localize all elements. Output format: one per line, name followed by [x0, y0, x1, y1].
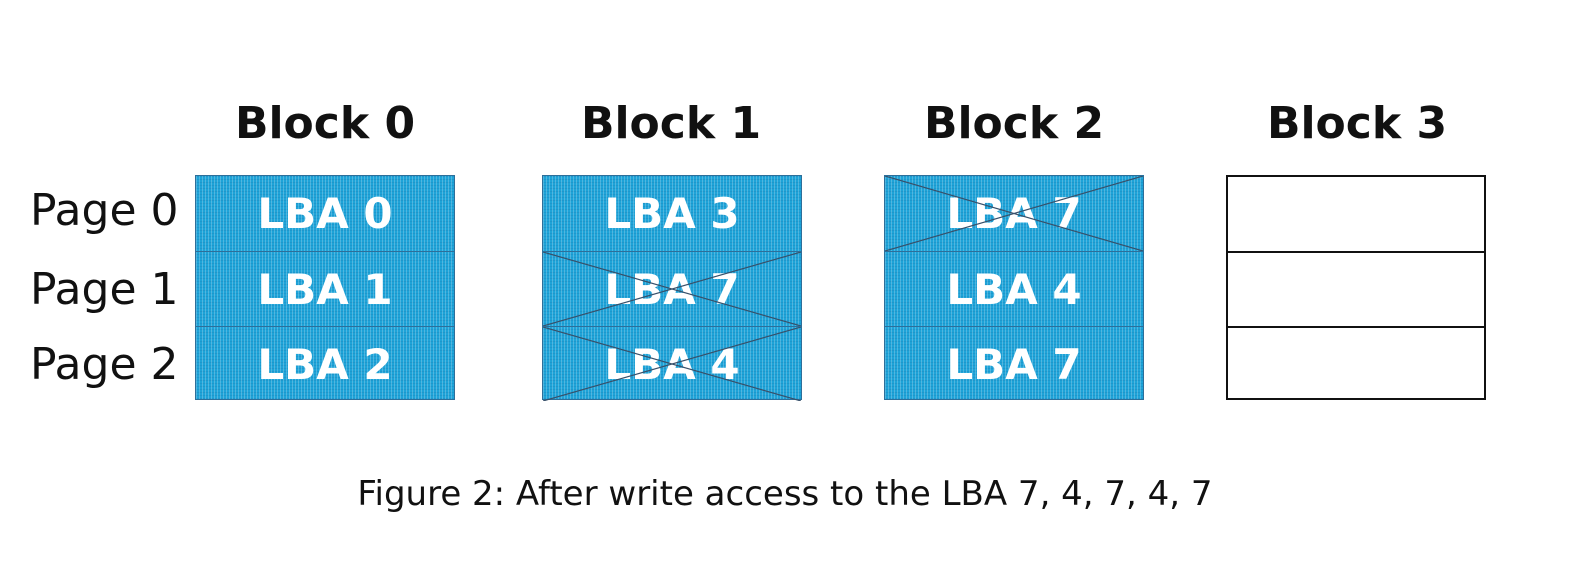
lba-label: LBA 0 — [257, 189, 393, 238]
page-cell-empty — [1228, 251, 1484, 326]
lba-label: LBA 4 — [946, 265, 1082, 314]
page-cell: LBA 2 — [196, 326, 454, 401]
block-title-0: Block 0 — [234, 98, 416, 149]
page-cell-empty — [1228, 326, 1484, 401]
block-title-3: Block 3 — [1266, 98, 1448, 149]
figure-caption: Figure 2: After write access to the LBA … — [357, 474, 1213, 514]
invalid-cross-icon — [885, 176, 1143, 251]
page-cell: LBA 3 — [543, 176, 801, 251]
invalid-cross-icon — [543, 327, 801, 401]
page-cell-invalid: LBA 7 — [543, 251, 801, 326]
invalid-cross-icon — [543, 252, 801, 326]
block-0: LBA 0 LBA 1 LBA 2 — [195, 175, 455, 400]
page-cell: LBA 1 — [196, 251, 454, 326]
lba-label: LBA 7 — [946, 340, 1082, 389]
block-1: LBA 3 LBA 7 LBA 4 — [542, 175, 802, 400]
page-label-1: Page 1 — [30, 264, 179, 315]
lba-label: LBA 1 — [257, 265, 393, 314]
lba-label: LBA 2 — [257, 340, 393, 389]
page-cell: LBA 4 — [885, 251, 1143, 326]
page-label-0: Page 0 — [30, 185, 179, 236]
page-cell: LBA 0 — [196, 176, 454, 251]
block-2: LBA 7 LBA 4 LBA 7 — [884, 175, 1144, 400]
page-label-2: Page 2 — [30, 339, 179, 390]
lba-label: LBA 3 — [604, 189, 740, 238]
page-cell: LBA 7 — [885, 326, 1143, 401]
page-cell-invalid: LBA 7 — [885, 176, 1143, 251]
page-cell-empty — [1228, 176, 1484, 251]
page-cell-invalid: LBA 4 — [543, 326, 801, 401]
block-title-2: Block 2 — [923, 98, 1105, 149]
block-3 — [1226, 175, 1486, 400]
block-title-1: Block 1 — [580, 98, 762, 149]
